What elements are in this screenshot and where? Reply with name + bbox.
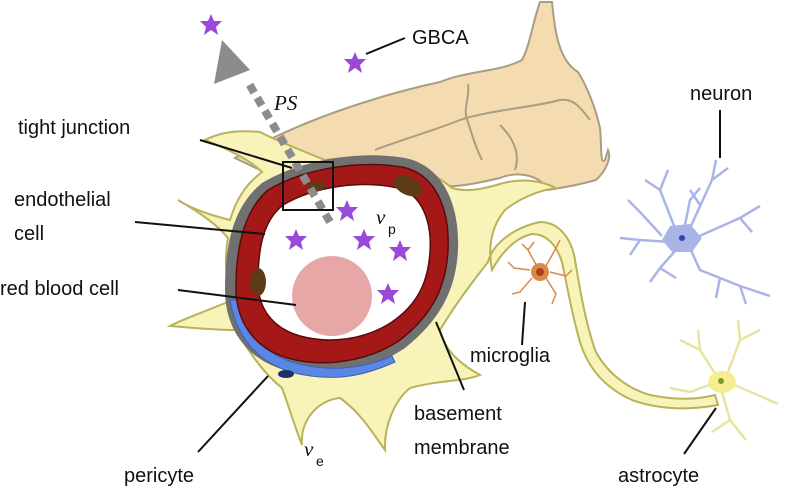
gbca-star-icon <box>377 283 399 304</box>
basement-membrane-label-line2: membrane <box>414 437 510 459</box>
ps-arrow-icon <box>214 40 334 225</box>
basement-membrane-label-line1: basement <box>414 403 502 425</box>
red-blood-cell-label: red blood cell <box>0 278 119 300</box>
red-blood-cell <box>292 256 372 336</box>
tight-junction-label: tight junction <box>18 117 130 139</box>
endothelial-cell-label-line1: endothelial <box>14 189 111 211</box>
neuron-label: neuron <box>690 83 752 105</box>
pericyte-label: pericyte <box>124 465 194 487</box>
gbca-star-icon <box>285 229 307 250</box>
microglia-icon <box>507 239 573 305</box>
pericyte-nucleus <box>278 370 294 378</box>
astrocyte-icon <box>669 319 779 441</box>
ve-subscript: e <box>316 453 324 469</box>
leader-lines <box>134 37 721 455</box>
gbca-star-icon <box>336 200 358 221</box>
endothelial-nucleus <box>250 268 266 296</box>
microglia-nucleus <box>536 268 544 276</box>
blood-vessel <box>225 155 459 378</box>
tight-junction-box <box>282 161 334 211</box>
astrocyte-nucleus <box>718 378 724 384</box>
vp-label: v <box>376 205 386 229</box>
vp-subscript: p <box>388 221 396 237</box>
gbca-star-icon <box>353 229 375 250</box>
gbca-molecules <box>200 14 411 304</box>
gbca-star-icon <box>344 52 366 73</box>
neuron-nucleus <box>679 235 685 241</box>
gbca-star-icon <box>200 14 222 35</box>
gbca-star-icon <box>389 240 411 261</box>
microglia-label: microglia <box>470 345 551 367</box>
gbca-label: GBCA <box>412 27 469 49</box>
ps-label: PS <box>273 91 298 115</box>
neuron-icon <box>619 159 771 305</box>
endothelial-nucleus <box>393 175 423 197</box>
astrocyte-label: astrocyte <box>618 465 699 487</box>
endothelial-cell-label-line2: cell <box>14 223 44 245</box>
ve-label: v <box>304 437 314 461</box>
